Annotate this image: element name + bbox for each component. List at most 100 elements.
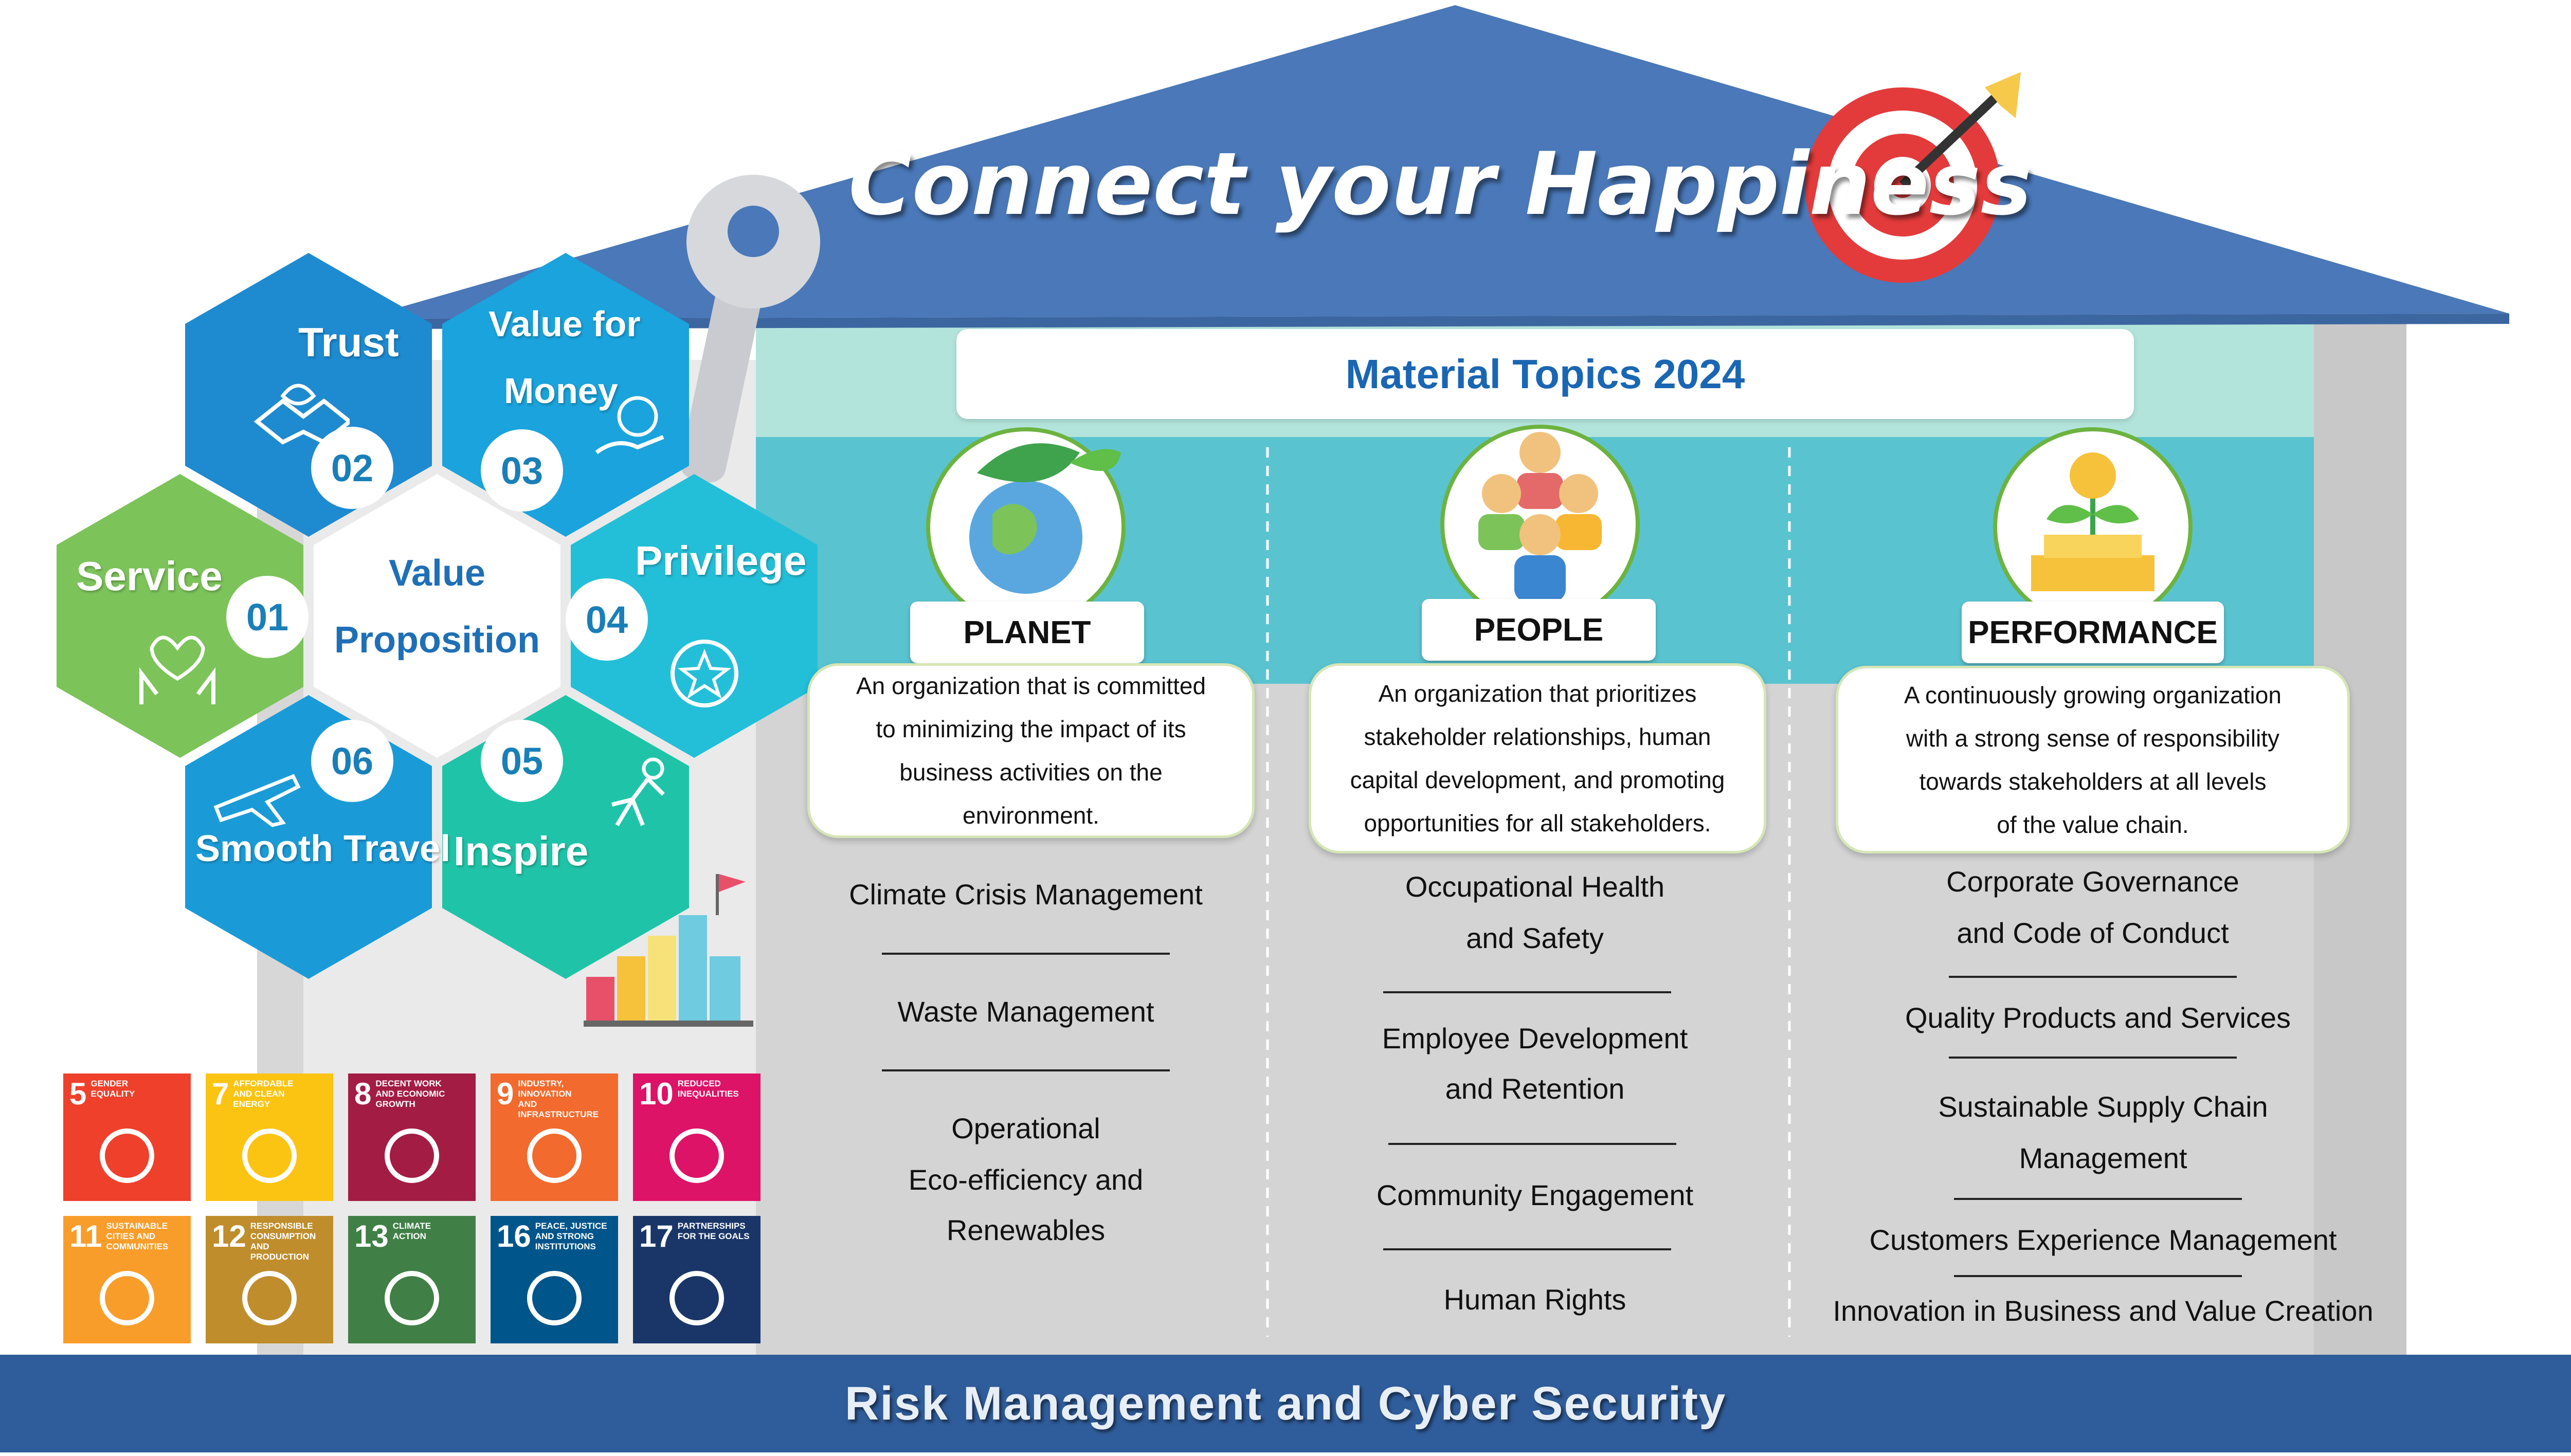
hands-heart-icon	[131, 627, 224, 712]
footer-text: Risk Management and Cyber Security	[844, 1377, 1727, 1430]
topic-employee-dev-2: and Retention	[1445, 1072, 1625, 1105]
topic-separator	[1383, 991, 1671, 993]
key-icon	[680, 175, 820, 483]
page-title: Connect your Happiness	[848, 134, 2032, 234]
sdg-9-tile: 9Industry, Innovation and Infrastructure	[491, 1073, 618, 1201]
hex-value-for-money-label-1: Value for	[488, 304, 641, 344]
topic-employee-dev-1: Employee Development	[1382, 1022, 1688, 1054]
sdg-label: Decent Work and Economic Growth	[375, 1079, 445, 1109]
topic-innovation: Innovation in Business and Value Creatio…	[1833, 1295, 2374, 1327]
topic-human-rights: Human Rights	[1443, 1283, 1626, 1316]
topic-governance-2: and Code of Conduct	[1957, 917, 2229, 949]
hex-privilege-number: 04	[566, 578, 648, 661]
material-topics-title: Material Topics 2024	[956, 329, 2134, 419]
hex-value-for-money-number: 03	[481, 429, 563, 512]
hex-privilege	[571, 474, 818, 758]
pillar-performance-description: A continuously growing organization with…	[1836, 666, 2350, 853]
hex-smooth-travel-number: 06	[311, 720, 393, 802]
hex-inspire-number: 05	[481, 720, 563, 802]
sdg-label: Affordable and Clean Energy	[233, 1079, 294, 1109]
sdg-number: 9	[497, 1077, 514, 1111]
sdg-10-icon	[669, 1129, 724, 1183]
sdg-number: 16	[497, 1219, 531, 1253]
sdg-17-icon	[669, 1271, 724, 1325]
topic-ohs-1: Occupational Health	[1405, 870, 1665, 903]
topic-separator	[882, 953, 1170, 955]
star-badge-icon	[663, 632, 746, 717]
value-proposition-line2: Proposition	[334, 620, 540, 661]
sdg-number: 13	[354, 1219, 389, 1253]
topic-governance-1: Corporate Governance	[1946, 865, 2239, 898]
sdg-7-tile: 7Affordable and Clean Energy	[206, 1073, 333, 1201]
topic-eco-efficiency-3: Renewables	[946, 1214, 1106, 1246]
topic-separator	[1954, 1198, 2242, 1200]
footer-banner: Risk Management and Cyber Security	[0, 1355, 2571, 1452]
hex-service	[57, 474, 303, 758]
pillar-performance-label: PERFORMANCE	[1962, 602, 2224, 663]
sdg-number: 5	[69, 1077, 87, 1111]
topic-supply-chain-1: Sustainable Supply Chain	[1938, 1090, 2268, 1123]
sdg-5-icon	[100, 1129, 154, 1183]
sdg-label: Gender Equality	[90, 1079, 135, 1099]
sdg-9-icon	[527, 1129, 582, 1183]
growth-chart-icon	[584, 874, 753, 1027]
sdg-12-icon	[242, 1271, 297, 1325]
sdg-16-icon	[527, 1271, 582, 1325]
sdg-13-tile: 13Climate Action	[348, 1216, 476, 1343]
topic-waste: Waste Management	[897, 995, 1154, 1028]
airplane-icon	[211, 761, 303, 830]
target-icon	[1805, 72, 2021, 283]
performance-desc-line: with a strong sense of responsibility	[1906, 724, 2280, 752]
pillar-planet-description: An organization that is committed to min…	[807, 663, 1255, 838]
sdg-8-icon	[385, 1129, 439, 1183]
performance-icon	[1993, 427, 2193, 627]
sdg-number: 11	[69, 1219, 102, 1253]
people-desc-line: opportunities for all stakeholders.	[1364, 810, 1711, 836]
topic-separator	[1949, 1057, 2237, 1059]
sdg-17-tile: 17Partnerships for the Goals	[633, 1216, 761, 1343]
sdg-number: 8	[354, 1077, 372, 1111]
topic-separator	[1949, 976, 2237, 978]
performance-desc-line: towards stakeholders at all levels	[1919, 768, 2267, 795]
sdg-10-tile: 10Reduced Inequalities	[633, 1073, 761, 1201]
sdg-number: 10	[639, 1077, 674, 1111]
people-icon	[1440, 425, 1640, 624]
planet-icon	[926, 427, 1126, 627]
value-proposition-line1: Value	[388, 553, 486, 594]
hex-smooth-travel-label: Smooth Travel	[195, 828, 451, 869]
sdg-label: Climate Action	[392, 1221, 431, 1241]
sdg-16-tile: 16Peace, Justice and Strong Institutions	[491, 1216, 618, 1343]
sdg-8-tile: 8Decent Work and Economic Growth	[348, 1073, 476, 1201]
sdg-7-icon	[242, 1129, 297, 1183]
topic-eco-efficiency-1: Operational	[951, 1112, 1100, 1144]
hex-inspire-label: Inspire	[454, 828, 589, 874]
hex-trust-label: Trust	[298, 319, 399, 365]
topic-eco-efficiency-2: Eco-efficiency and	[908, 1163, 1144, 1196]
pillar-planet-label: PLANET	[910, 602, 1144, 663]
sdg-label: Partnerships for the Goals	[677, 1221, 750, 1241]
topic-supply-chain-2: Management	[2019, 1142, 2187, 1174]
sdg-13-icon	[385, 1271, 439, 1325]
topic-climate-crisis: Climate Crisis Management	[849, 878, 1203, 911]
people-desc-line: An organization that prioritizes	[1378, 680, 1697, 707]
sdg-12-tile: 12Responsible Consumption and Production	[206, 1216, 333, 1343]
hex-center	[314, 474, 560, 758]
planet-desc-line: business activities on the	[899, 759, 1163, 786]
people-desc-line: stakeholder relationships, human	[1364, 723, 1711, 750]
sdg-number: 17	[639, 1219, 674, 1253]
badge-hand-icon	[591, 391, 674, 476]
pillar-people-label: PEOPLE	[1422, 599, 1656, 661]
topic-quality-products: Quality Products and Services	[1905, 1002, 2291, 1034]
people-desc-line: capital development, and promoting	[1350, 767, 1725, 793]
sdg-label: Reduced Inequalities	[677, 1079, 739, 1099]
hex-trust-number: 02	[311, 427, 393, 509]
sdg-label: Peace, Justice and Strong Institutions	[535, 1221, 607, 1251]
planet-desc-line: environment.	[963, 802, 1099, 829]
sdg-11-icon	[100, 1271, 154, 1325]
hex-value-for-money-label-2: Money	[504, 371, 618, 411]
performance-desc-line: of the value chain.	[1997, 811, 2189, 838]
topic-ohs-2: and Safety	[1466, 922, 1604, 954]
sdg-number: 12	[212, 1219, 246, 1253]
sdg-11-tile: 11Sustainable Cities and Communities	[63, 1216, 191, 1343]
planet-desc-line: An organization that is committed	[856, 672, 1206, 699]
